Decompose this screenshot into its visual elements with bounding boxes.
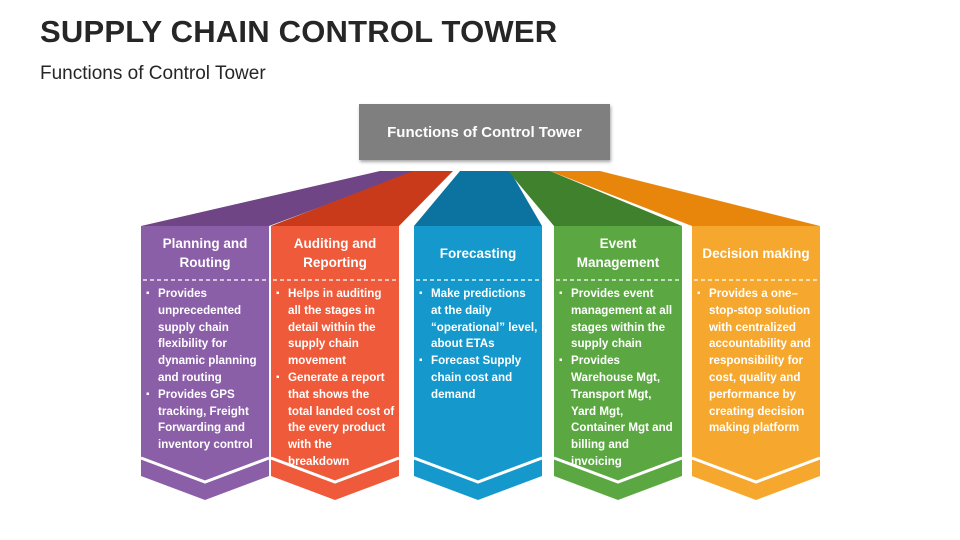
ribbon-decision — [550, 171, 820, 226]
column-decision: Decision makingProvides a one–stop-stop … — [692, 226, 820, 435]
column-bullets-forecasting: Make predictions at the daily “operation… — [419, 286, 538, 404]
column-bullets-auditing: Helps in auditing all the stages in deta… — [276, 286, 395, 471]
bullet-item: Make predictions at the daily “operation… — [419, 286, 538, 353]
column-bullets-decision: Provides a one–stop-stop solution with c… — [697, 286, 816, 437]
bullet-item: Provides event management at all stages … — [559, 286, 678, 353]
column-notch-decision — [691, 456, 821, 484]
column-event: Event ManagementProvides event managemen… — [554, 226, 682, 468]
ribbon-event — [508, 171, 682, 226]
bullet-item: Provides a one–stop-stop solution with c… — [697, 286, 816, 437]
column-planning: Planning and RoutingProvides unprecedent… — [141, 226, 269, 451]
column-forecasting: ForecastingMake predictions at the daily… — [414, 226, 542, 401]
bullet-item: Provides Warehouse Mgt, Transport Mgt, Y… — [559, 353, 678, 471]
bullet-item: Provides unprecedented supply chain flex… — [146, 286, 265, 387]
column-heading-auditing: Auditing and Reporting — [293, 236, 377, 270]
slide-title: SUPPLY CHAIN CONTROL TOWER — [40, 14, 558, 49]
slide-subtitle: Functions of Control Tower — [40, 63, 266, 84]
ribbon-auditing — [271, 171, 453, 226]
bullet-item: Generate a report that shows the total l… — [276, 370, 395, 471]
ribbon-planning — [141, 171, 418, 226]
hub-label: Functions of Control Tower — [387, 123, 582, 141]
column-heading-forecasting: Forecasting — [439, 245, 517, 261]
column-notch-forecasting — [413, 456, 543, 484]
column-heading-event: Event Management — [576, 236, 660, 270]
column-bullets-planning: Provides unprecedented supply chain flex… — [146, 286, 265, 454]
column-bullets-event: Provides event management at all stages … — [559, 286, 678, 471]
column-heading-decision: Decision making — [702, 245, 810, 261]
hub-box: Functions of Control Tower — [359, 104, 610, 160]
bullet-item: Provides GPS tracking, Freight Forwardin… — [146, 387, 265, 454]
column-heading-planning: Planning and Routing — [162, 236, 248, 270]
bullet-item: Helps in auditing all the stages in deta… — [276, 286, 395, 370]
bullet-item: Forecast Supply chain cost and demand — [419, 353, 538, 403]
column-notch-planning — [140, 456, 270, 484]
ribbon-forecasting — [414, 171, 542, 226]
column-auditing: Auditing and ReportingHelps in auditing … — [271, 226, 399, 468]
